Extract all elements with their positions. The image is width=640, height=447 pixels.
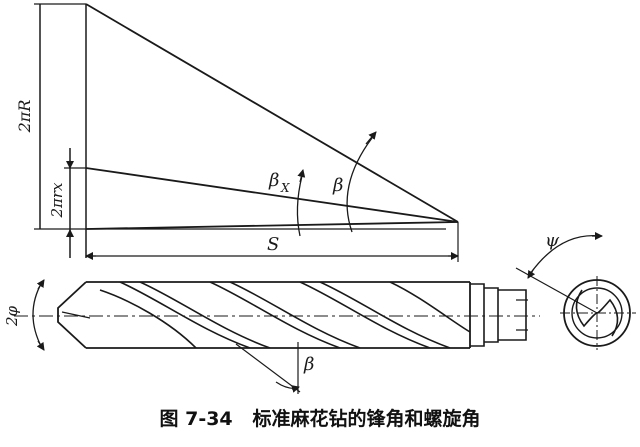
label-2phi: 2φ	[3, 305, 21, 327]
base-line	[85, 221, 459, 230]
helix-line	[235, 343, 301, 393]
figure-caption: 图 7-34 标准麻花钻的锋角和螺旋角	[159, 408, 481, 430]
label-psi: ψ	[545, 230, 560, 251]
angle-arc-psi	[529, 235, 601, 275]
hypotenuse-inner	[85, 167, 459, 223]
label-2piR: 2πR	[15, 100, 34, 134]
helix-development-diagram	[34, 3, 459, 262]
drill-end-view	[515, 232, 636, 350]
label-beta-x-subscript: X	[280, 181, 290, 195]
label-S: S	[267, 234, 279, 255]
end-view-flute-b	[596, 298, 619, 337]
hypotenuse-outer	[85, 3, 459, 223]
end-view-flute-a	[575, 289, 598, 328]
drill-side-view	[14, 279, 540, 394]
label-2pirx: 2πrx	[48, 182, 66, 219]
angle-arc-beta-x	[296, 175, 303, 237]
label-beta-bottom: β	[303, 354, 314, 375]
angle-arc-beta	[346, 137, 373, 233]
label-beta-top: β	[332, 175, 343, 196]
drill-point	[57, 281, 87, 349]
drill-flutes	[99, 282, 470, 348]
label-beta-x: β	[268, 170, 279, 191]
drill-neck	[470, 283, 485, 347]
drill-tang	[498, 289, 527, 341]
drill-body-outline	[86, 281, 470, 349]
angle-arc-2phi	[32, 281, 43, 349]
